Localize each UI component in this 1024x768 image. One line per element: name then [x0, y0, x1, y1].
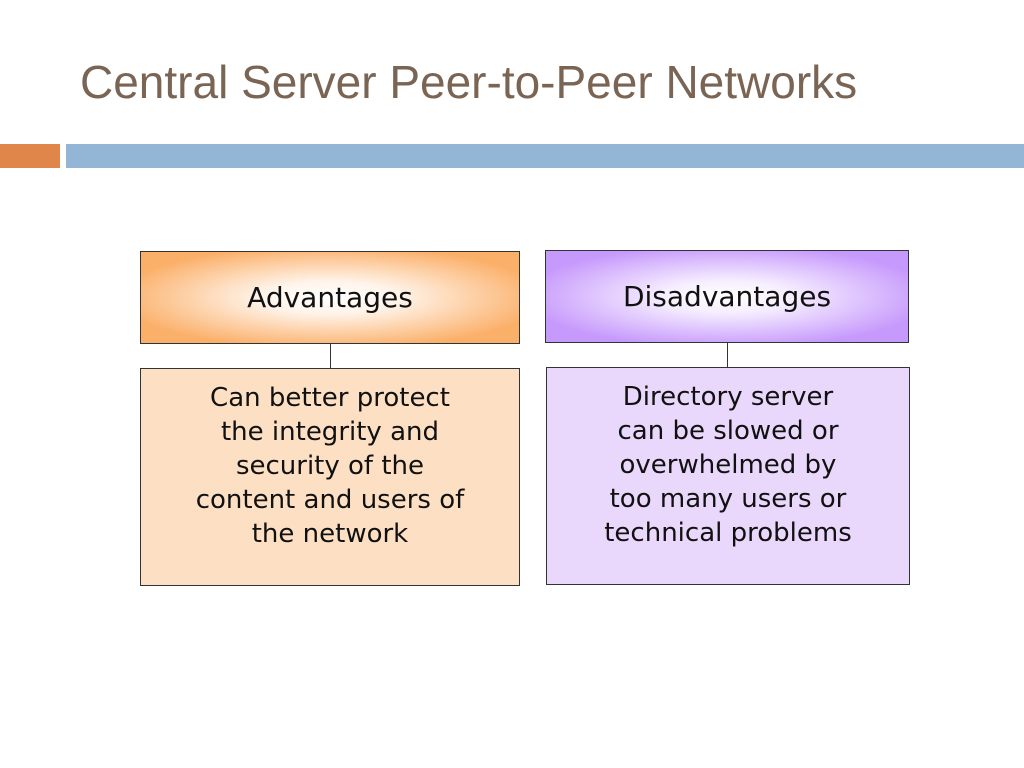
disadvantages-header-box: Disadvantages: [545, 250, 909, 343]
advantages-heading: Advantages: [247, 281, 413, 314]
advantages-header-box: Advantages: [140, 251, 520, 344]
advantages-connector-line: [330, 344, 331, 368]
disadvantages-body-box: Directory server can be slowed or overwh…: [546, 367, 910, 585]
disadvantages-connector-line: [727, 343, 728, 367]
advantages-text: Can better protect the integrity and sec…: [195, 383, 465, 549]
advantages-body-box: Can better protect the integrity and sec…: [140, 368, 520, 586]
disadvantages-heading: Disadvantages: [622, 280, 832, 313]
title-accent-bar-orange: [0, 144, 60, 168]
slide-title: Central Server Peer-to-Peer Networks: [80, 56, 858, 108]
title-accent-bar-blue: [66, 144, 1024, 168]
disadvantages-text: Directory server can be slowed or overwh…: [604, 382, 852, 548]
